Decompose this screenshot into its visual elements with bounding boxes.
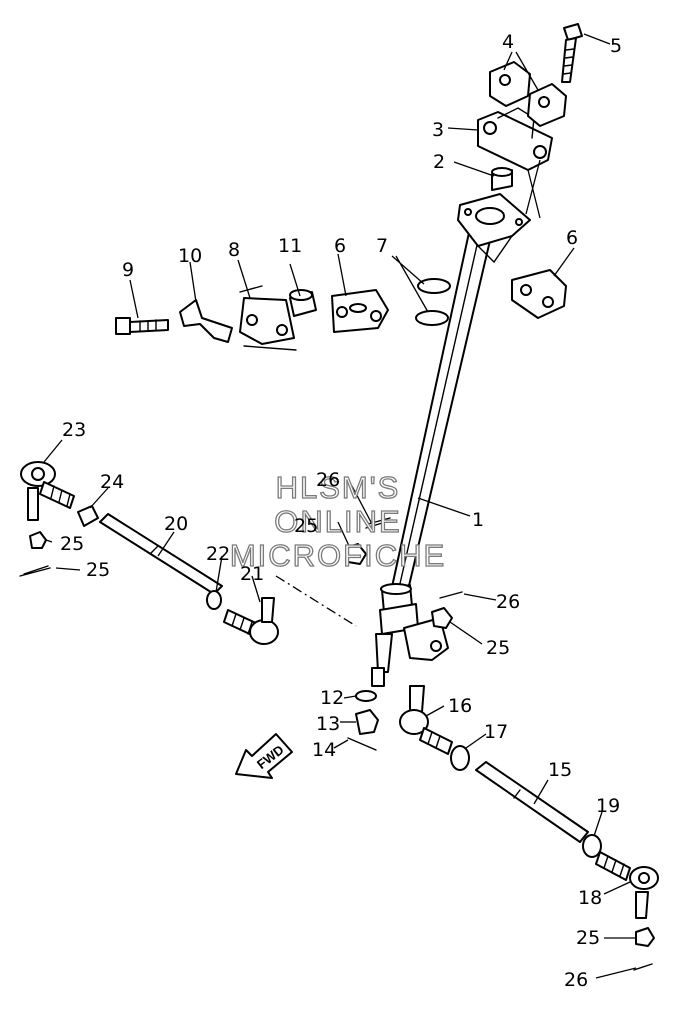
callout-21: 21 [240, 563, 264, 585]
collar [289, 289, 317, 317]
leader-lines [43, 33, 637, 979]
nut-19 [582, 834, 602, 858]
callout-17: 17 [484, 721, 508, 743]
tie-rod-right [475, 761, 589, 843]
callout-8: 8 [228, 239, 240, 261]
fwd-arrow: FWD [235, 733, 293, 779]
watermark-line-3: MICROFICHE [230, 538, 446, 573]
callout-9: 9 [122, 259, 134, 281]
callout-23: 23 [62, 419, 86, 441]
callout-1: 1 [472, 509, 484, 531]
callout-25-left: 25 [60, 533, 84, 555]
callout-15: 15 [548, 759, 572, 781]
nut-25-left [29, 531, 47, 549]
callout-26-bottom: 26 [564, 969, 588, 991]
callout-16: 16 [448, 695, 472, 717]
tie-rod-end-left-outer [20, 461, 75, 521]
connection-lines [525, 159, 541, 219]
spring-washers [415, 278, 451, 326]
bolt-left [115, 317, 169, 335]
nut-25-center [345, 543, 367, 565]
clamp-holder [239, 285, 297, 351]
clamp-half-left [331, 289, 389, 333]
watermark: HLSM'S ONLINE MICROFICHE [229, 469, 446, 573]
callout-6-right: 6 [566, 227, 578, 249]
callout-22: 22 [206, 543, 230, 565]
steering-shaft [371, 193, 531, 687]
callout-4: 4 [502, 31, 514, 53]
callout-6-left: 6 [334, 235, 346, 257]
nut-25-right [431, 607, 453, 629]
callout-19: 19 [596, 795, 620, 817]
callout-2: 2 [433, 151, 445, 173]
washer-12 [355, 690, 377, 702]
steering-bushing [491, 167, 513, 191]
tie-rod-left [99, 513, 223, 595]
nut-25-bottom [635, 927, 655, 947]
steering-bracket-upper [477, 107, 553, 171]
nut-22 [206, 590, 222, 610]
callout-25-right: 25 [486, 637, 510, 659]
tie-rod-end-right-outer [595, 851, 659, 919]
leader-left [275, 575, 357, 627]
cotter-pin-14 [347, 737, 377, 751]
callout-11: 11 [278, 235, 302, 257]
tie-rod-end-left-inner [223, 597, 279, 645]
bracket-bolt [561, 23, 583, 83]
callout-26-left: 25 [86, 559, 110, 581]
nut-17 [450, 745, 470, 771]
clamp-half-right [511, 269, 567, 319]
callout-18: 18 [578, 887, 602, 909]
nut-24 [77, 505, 99, 527]
tie-rod-end-right-inner [399, 685, 453, 755]
lock-plate [179, 299, 233, 343]
watermark-line-2: ONLINE [274, 504, 401, 539]
bracket-caps [489, 61, 567, 127]
callout-3: 3 [432, 119, 444, 141]
watermark-line-1: HLSM'S [276, 470, 401, 505]
callout-13: 13 [316, 713, 340, 735]
callout-10: 10 [178, 245, 202, 267]
callout-14: 14 [312, 739, 336, 761]
nut-13 [355, 709, 379, 735]
callout-26-center: 26 [316, 469, 340, 491]
callout-12: 12 [320, 687, 344, 709]
callout-20: 20 [164, 513, 188, 535]
callout-5: 5 [610, 35, 622, 57]
callout-25-center: 25 [294, 515, 318, 537]
cotter-pins-26 [19, 517, 653, 971]
callout-7: 7 [376, 235, 388, 257]
callout-24: 24 [100, 471, 124, 493]
callouts: 1 2 3 4 5 6 6 7 8 9 10 11 12 13 14 15 16… [60, 31, 622, 991]
callout-26-right: 26 [496, 591, 520, 613]
callout-25-bottom: 25 [576, 927, 600, 949]
